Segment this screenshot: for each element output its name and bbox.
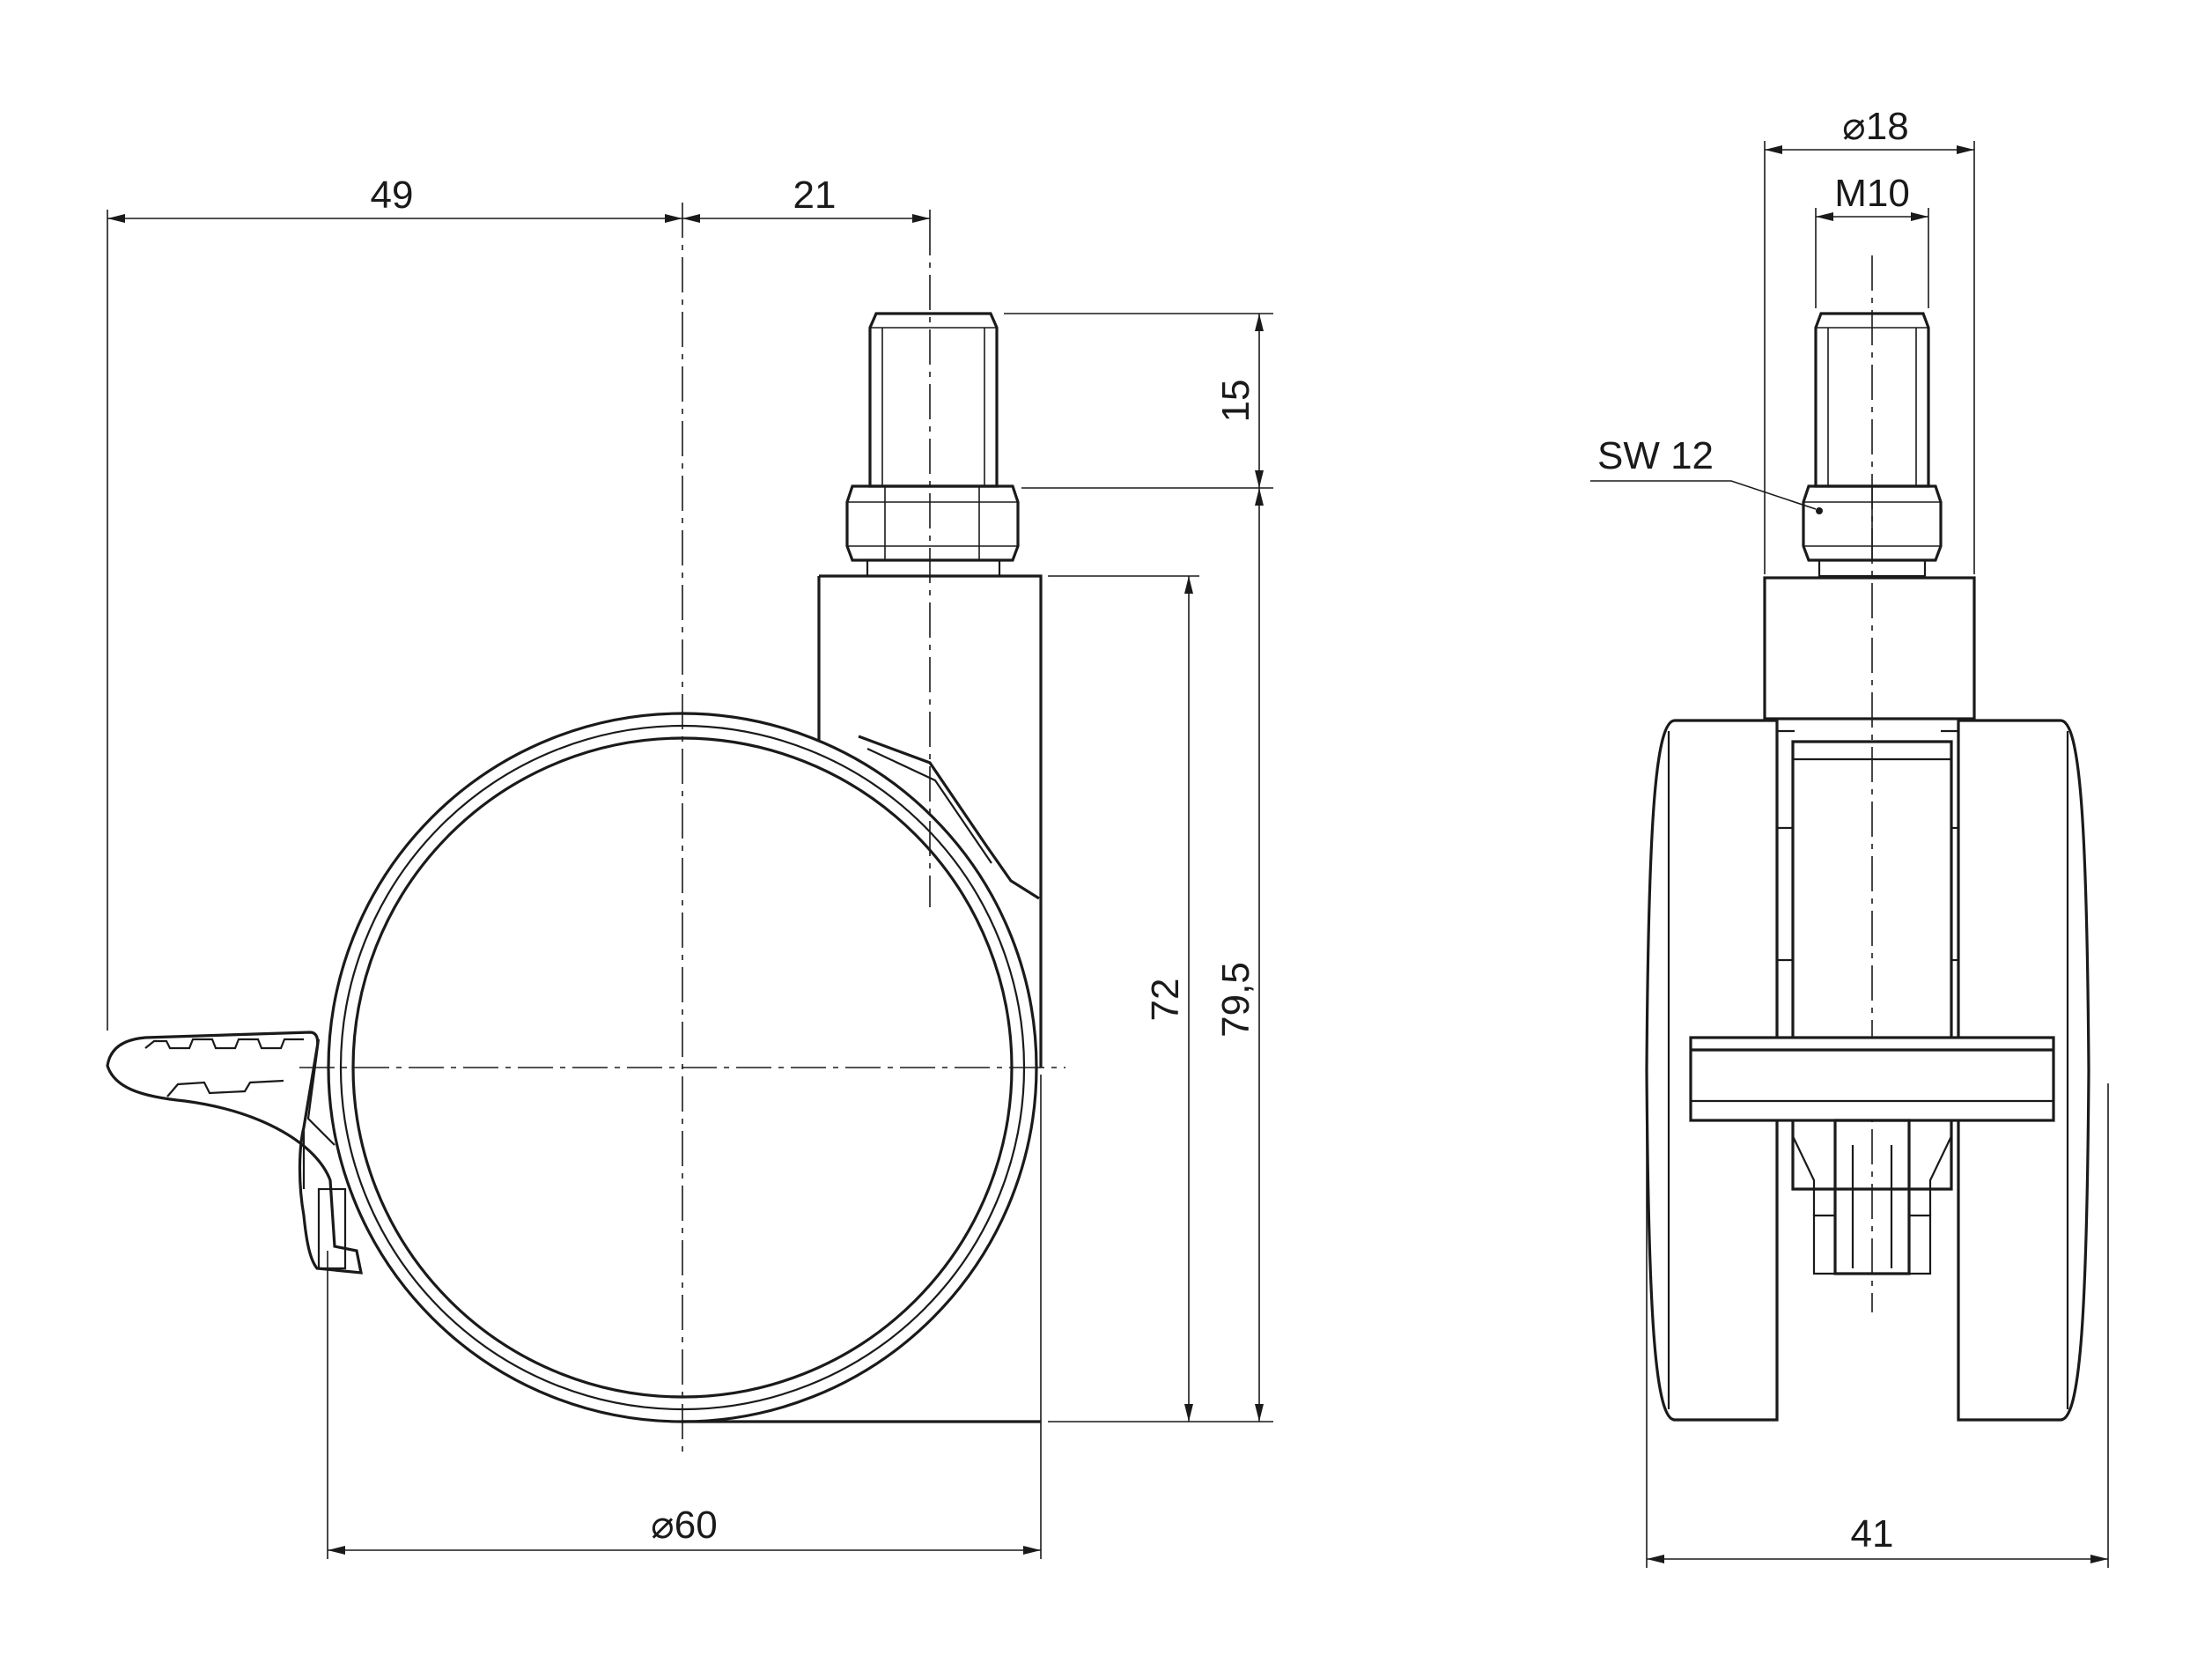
front-hub [1777, 740, 1958, 1191]
dim-collar-diameter-value: 18 [1866, 105, 1909, 148]
dim-wheel-diameter: ⌀60 [651, 1504, 717, 1547]
dim-total-height: 79,5 [1214, 962, 1257, 1038]
front-brake [1792, 1119, 1952, 1275]
dim-brake-offset: 49 [371, 174, 414, 217]
threaded-stem [868, 312, 999, 488]
dim-collar-diameter: ⌀18 [1842, 105, 1908, 148]
side-view: 49 21 15 72 79,5 ⌀60 [106, 174, 1273, 1559]
dim-body-height: 72 [1144, 979, 1187, 1022]
dim-stem-length: 15 [1214, 380, 1257, 423]
dim-wheel-diameter-value: 60 [675, 1504, 718, 1547]
front-housing [1763, 576, 1976, 720]
brake-lever [106, 1031, 363, 1275]
front-diameter-symbol: ⌀ [1842, 105, 1866, 148]
diameter-symbol: ⌀ [651, 1504, 675, 1547]
front-axle [1689, 1036, 2055, 1122]
dim-total-width: 41 [1851, 1512, 1894, 1555]
housing [817, 574, 1043, 1068]
hex-nut [845, 484, 1020, 578]
wheel [327, 712, 1041, 1423]
dim-wrench-size: SW 12 [1597, 434, 1714, 477]
front-hex-nut [1802, 484, 1943, 578]
front-right-wheel [1941, 719, 2090, 1422]
front-view: ⌀18 M10 SW 12 41 [1590, 105, 2109, 1568]
dim-thread: M10 [1834, 172, 1910, 215]
dim-stem-offset: 21 [793, 174, 837, 217]
